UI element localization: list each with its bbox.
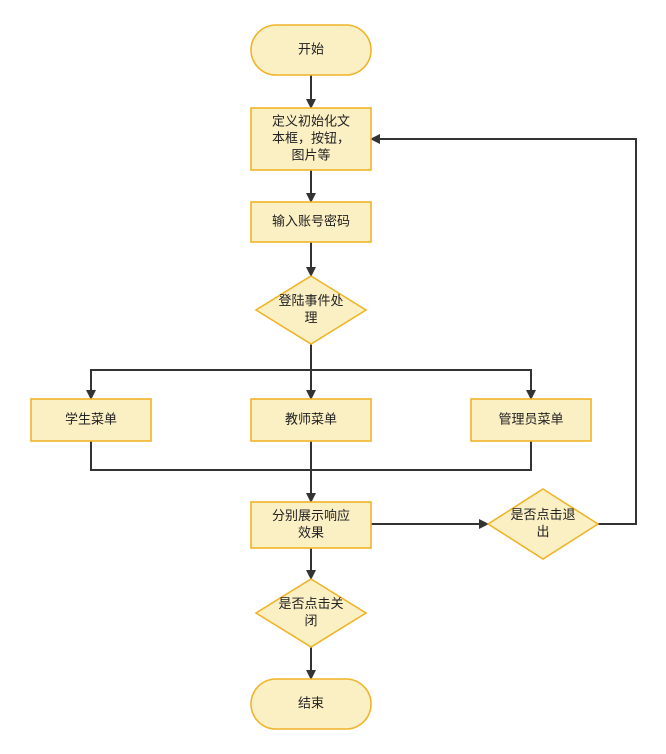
node-student-shape xyxy=(30,398,152,442)
node-exitq-label-1: 出 xyxy=(536,525,549,540)
node-define-label-2: 图片等 xyxy=(291,148,330,164)
node-closeq-shape xyxy=(254,578,368,648)
node-end-label-0: 结束 xyxy=(298,697,324,712)
node-input-shape xyxy=(250,201,372,243)
node-exitq-label-0: 是否点击退 xyxy=(510,508,575,523)
edge-exitq-loop-to-define xyxy=(370,134,637,525)
node-input: 输入账号密码 xyxy=(250,201,372,243)
node-display-label-1: 效果 xyxy=(298,526,324,541)
node-start-label-0: 开始 xyxy=(298,43,324,58)
node-end: 结束 xyxy=(250,678,372,730)
node-admin-label-0: 管理员菜单 xyxy=(498,413,563,428)
node-student-label-0: 学生菜单 xyxy=(65,412,117,428)
node-end-shape xyxy=(250,678,372,730)
node-display-shape xyxy=(250,501,372,549)
node-start: 开始 xyxy=(250,24,372,76)
edge-admin-merge xyxy=(311,441,532,471)
node-display-label-0: 分别展示响应 xyxy=(272,508,350,524)
node-login-label-0: 登陆事件处 xyxy=(278,293,343,309)
node-login-shape xyxy=(254,275,368,345)
node-closeq-label-1: 闭 xyxy=(304,614,317,629)
node-teacher: 教师菜单 xyxy=(250,398,372,442)
node-define-label-1: 本框，按钮， xyxy=(272,132,350,147)
node-input-label-0: 输入账号密码 xyxy=(272,214,350,230)
edge-student-merge xyxy=(90,441,311,471)
node-define-label-0: 定义初始化文 xyxy=(272,115,350,130)
node-admin: 管理员菜单 xyxy=(470,398,592,442)
node-teacher-label-0: 教师菜单 xyxy=(285,412,337,428)
node-closeq-label-0: 是否点击关 xyxy=(278,597,343,612)
node-exitq-shape xyxy=(486,488,600,560)
node-login-label-1: 理 xyxy=(304,311,317,326)
node-admin-shape xyxy=(470,398,592,442)
edge-login-to-admin xyxy=(311,369,536,400)
node-start-shape xyxy=(250,24,372,76)
node-teacher-shape xyxy=(250,398,372,442)
node-student: 学生菜单 xyxy=(30,398,152,442)
node-define-shape xyxy=(250,107,372,171)
edge-login-to-student xyxy=(86,369,311,400)
